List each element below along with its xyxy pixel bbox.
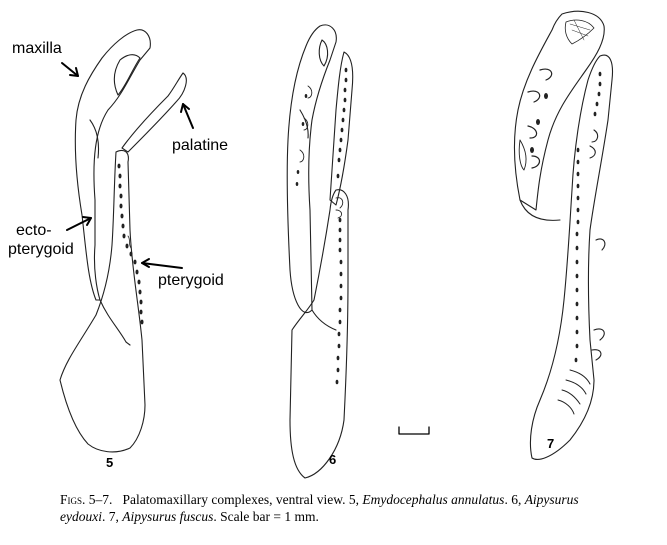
label-palatine: palatine xyxy=(172,137,229,154)
label-maxilla: maxilla xyxy=(12,40,62,57)
caption-species-2a: Aipysurus xyxy=(524,492,579,507)
figure-number-6: 6 xyxy=(329,452,337,467)
caption-species-2b: eydouxi xyxy=(60,509,102,524)
figure-number-7: 7 xyxy=(547,436,555,451)
scale-bar xyxy=(398,426,430,435)
caption-text-1: Palatomaxillary complexes, ventral view.… xyxy=(122,492,363,507)
caption-figs: Figs. 5–7. xyxy=(60,492,113,507)
caption-text-4: . Scale bar = 1 mm. xyxy=(213,509,319,524)
caption-species-3: Aipysurus fuscus xyxy=(122,509,214,524)
caption-text-2: . 6, xyxy=(504,492,525,507)
figure-caption: Figs. 5–7. Palatomaxillary complexes, ve… xyxy=(60,491,660,525)
label-ectopterygoid-line1: ecto- xyxy=(16,222,52,239)
label-ectopterygoid-line2: pterygoid xyxy=(8,241,74,258)
caption-species-1: Emydocephalus annulatus xyxy=(362,492,505,507)
label-pterygoid: pterygoid xyxy=(158,272,224,289)
figure-number-5: 5 xyxy=(106,455,114,470)
specimen-6-drawing xyxy=(286,24,354,479)
specimen-5-drawing xyxy=(59,29,194,453)
caption-text-3: . 7, xyxy=(101,509,123,524)
specimen-7-drawing xyxy=(513,10,614,460)
